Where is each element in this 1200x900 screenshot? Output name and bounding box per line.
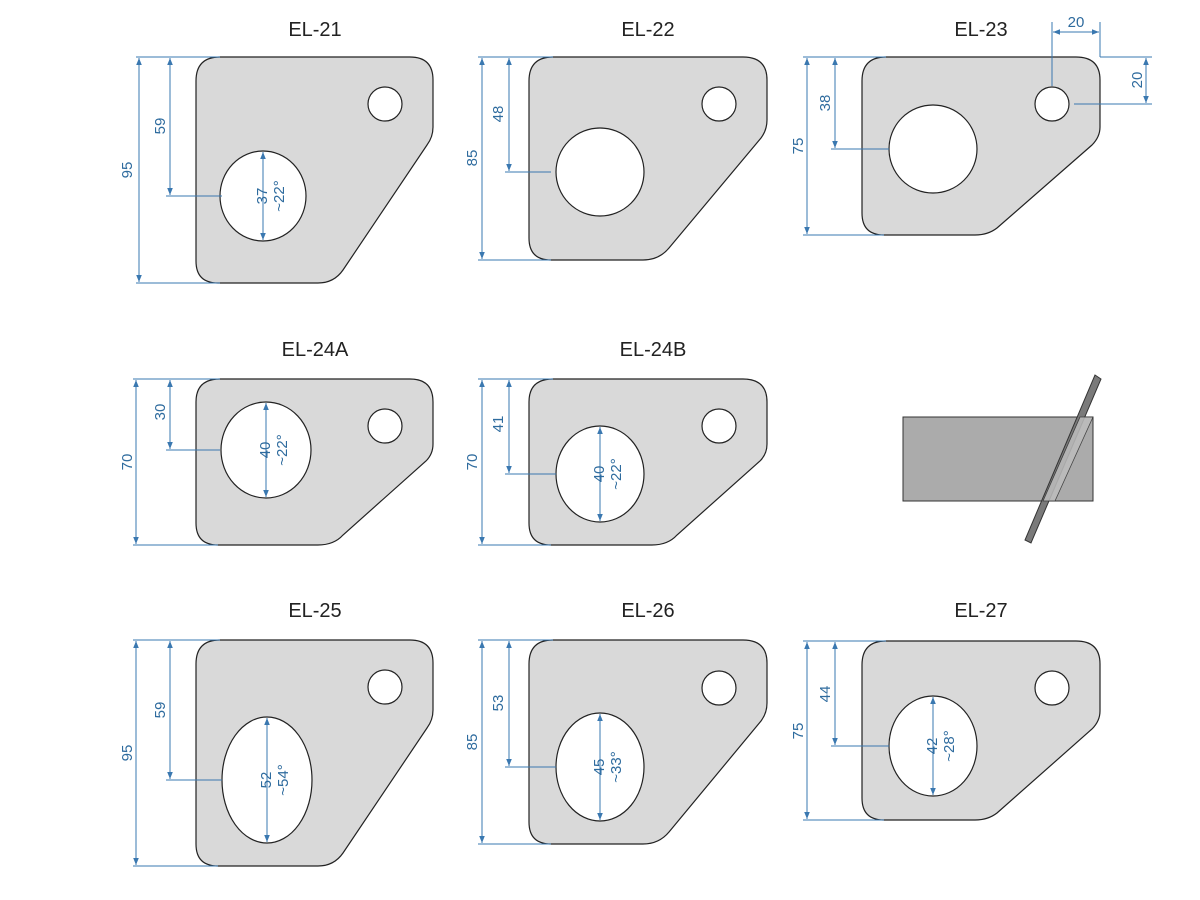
dimension-lines [478, 639, 603, 845]
dimension-lines [133, 378, 269, 546]
mounting-hole [367, 669, 403, 705]
height-dimension: 70 [119, 454, 136, 471]
hole-offset-dimension: 41 [490, 416, 507, 433]
hole-offset-dimension: 38 [817, 95, 834, 112]
hole-angle-dimension: ~28° [941, 730, 958, 761]
part-title: EL-22 [621, 19, 674, 41]
height-dimension: 75 [790, 723, 807, 740]
height-dimension: 85 [464, 150, 481, 167]
hole-angle-dimension: ~22° [608, 458, 625, 489]
mounting-hole [701, 408, 737, 444]
dimension-lines [478, 378, 603, 546]
hole-size-dimension: 37 [254, 188, 271, 205]
hole-size-dimension: 40 [591, 466, 608, 483]
hole-offset-dimension: 59 [152, 702, 169, 719]
mounting-hole [1034, 670, 1070, 706]
hole-angle-dimension: ~22° [271, 180, 288, 211]
part-el-24b: EL-24B 70 41 40 ~22° [464, 339, 768, 546]
part-title: EL-24A [282, 339, 349, 361]
hole-angle-dimension: ~22° [274, 434, 291, 465]
part-title: EL-23 [954, 19, 1007, 41]
hole-angle-dimension: ~54° [275, 764, 292, 795]
part-title: EL-24B [620, 339, 687, 361]
hole-size-dimension: 45 [591, 759, 608, 776]
part-el-24a: EL-24A 70 30 40 ~22° [119, 339, 434, 546]
mounting-hole [701, 670, 737, 706]
cutout-hole [888, 104, 978, 194]
height-dimension: 95 [119, 745, 136, 762]
dimension-lines [133, 639, 270, 867]
part-title: EL-27 [954, 600, 1007, 622]
height-dimension: 95 [119, 162, 136, 179]
hole-offset-dimension: 48 [490, 106, 507, 123]
hole-angle-dimension: ~33° [608, 751, 625, 782]
part-el-25: EL-25 95 59 52 ~54° [119, 600, 434, 867]
part-title: EL-21 [288, 19, 341, 41]
mounting-hole [367, 408, 403, 444]
part-title: EL-26 [621, 600, 674, 622]
mounting-hole [367, 86, 403, 122]
cutout-hole [555, 127, 645, 217]
hole-offset-dimension: 30 [152, 404, 169, 421]
bracket-overlap [1042, 416, 1094, 502]
height-dimension: 85 [464, 734, 481, 751]
mounting-hole [701, 86, 737, 122]
dimension-lines [803, 640, 936, 821]
hole-center-offset-dimension: 20 [1068, 14, 1085, 31]
hole-size-dimension: 52 [258, 772, 275, 789]
part-el-21: EL-21 95 59 37 ~22° [119, 19, 434, 284]
height-dimension: 70 [464, 454, 481, 471]
dimension-lines [136, 56, 266, 284]
hole-size-dimension: 42 [924, 738, 941, 755]
hole-offset-dimension: 53 [490, 695, 507, 712]
hole-offset-dimension: 44 [817, 686, 834, 703]
part-el-27: EL-27 75 44 42 ~28° [790, 600, 1101, 821]
hole-size-dimension: 40 [257, 442, 274, 459]
dimension-lines [803, 22, 1152, 236]
part-el-22: EL-22 85 48 [464, 19, 768, 261]
height-dimension: 75 [790, 138, 807, 155]
part-el-26: EL-26 85 53 45 ~33° [464, 600, 768, 845]
mounting-hole [1034, 86, 1070, 122]
hole-edge-offset-dimension: 20 [1129, 72, 1146, 89]
part-el-23: EL-23 75 38 20 20 [790, 14, 1152, 236]
hole-offset-dimension: 59 [152, 118, 169, 135]
dimension-lines [478, 56, 553, 261]
part-title: EL-25 [288, 600, 341, 622]
side-view-illustration [902, 374, 1102, 544]
